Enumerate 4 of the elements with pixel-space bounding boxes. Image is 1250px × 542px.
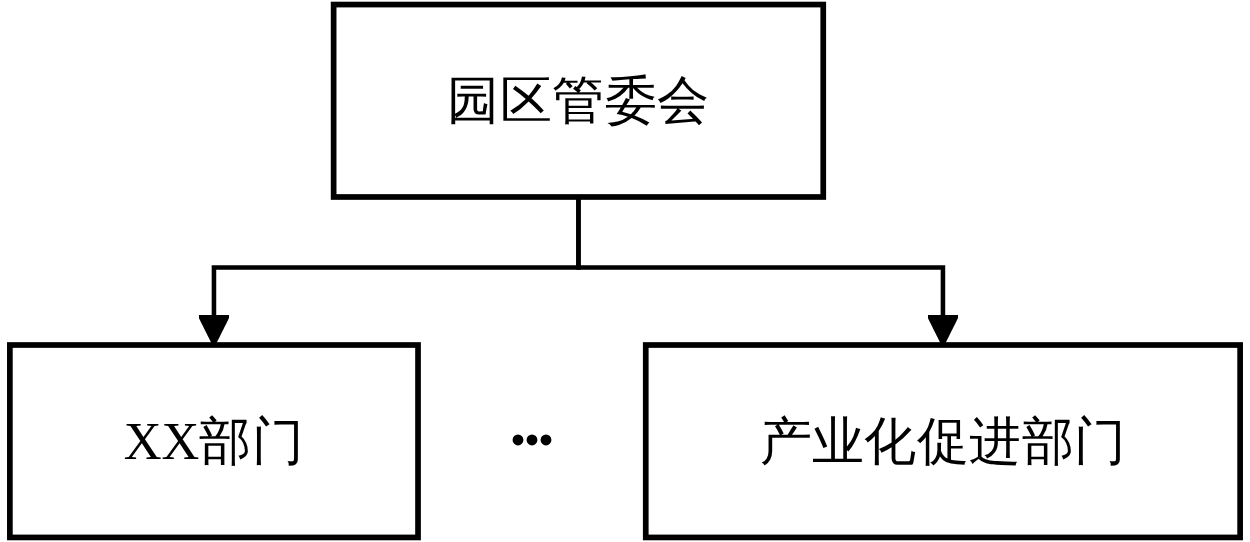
node-box: 园区管委会 xyxy=(330,1,827,200)
ellipsis-label: ••• xyxy=(510,421,553,462)
node-box: XX部门 xyxy=(7,342,421,541)
node-box: 产业化促进部门 xyxy=(642,342,1243,541)
